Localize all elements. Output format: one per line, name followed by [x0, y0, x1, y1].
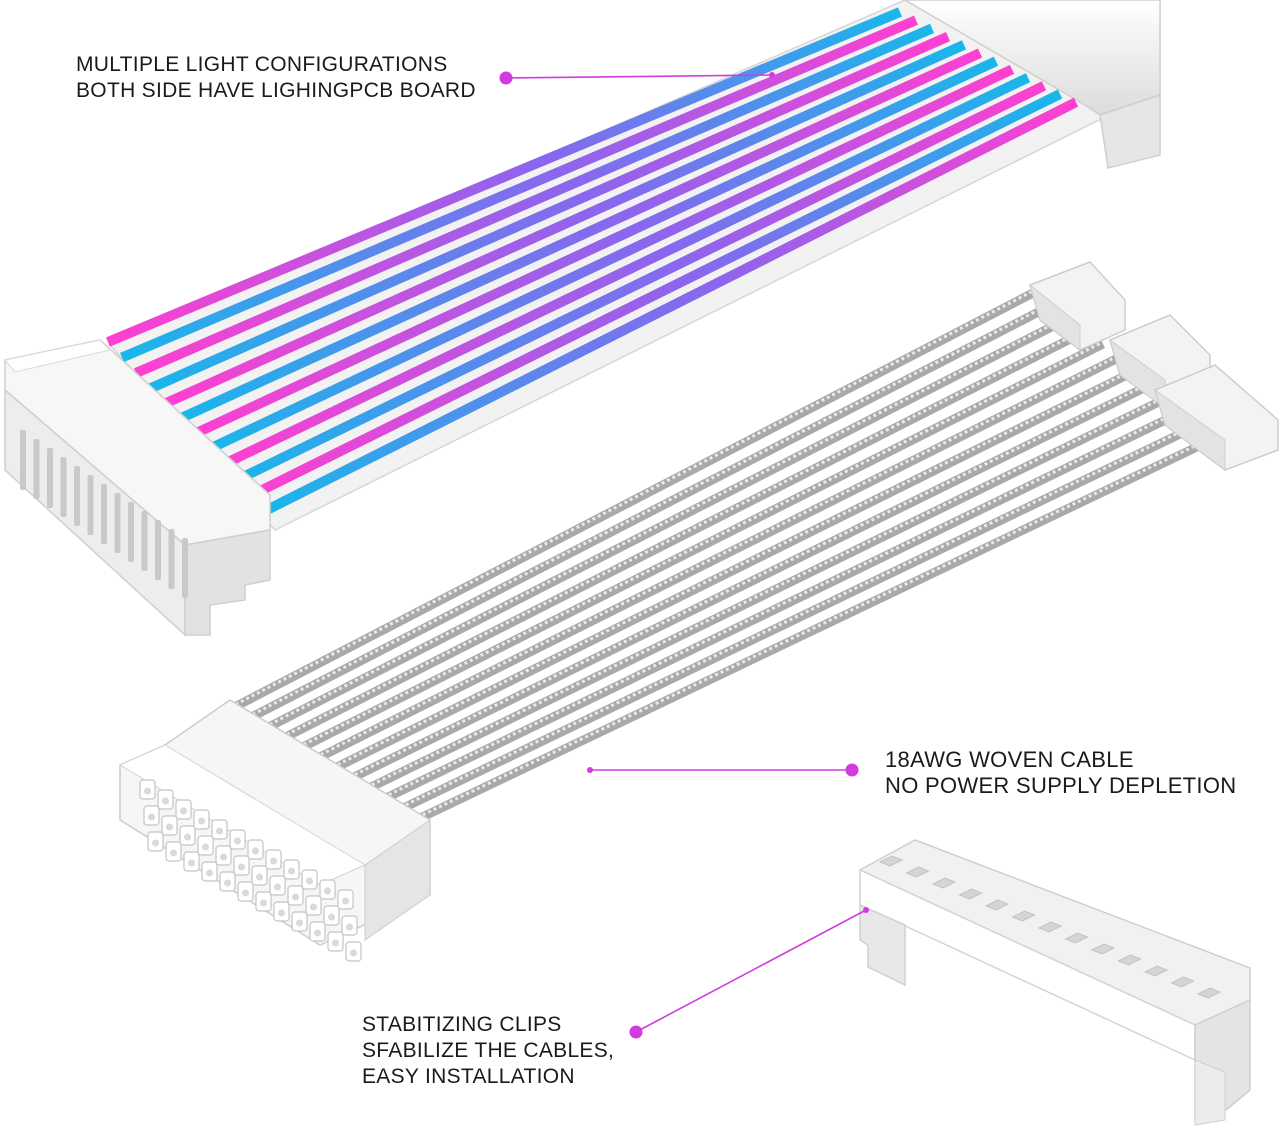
connector-pin-sockets — [139, 779, 362, 962]
comb-tooth — [182, 538, 188, 598]
light-strip-bar — [245, 89, 1063, 502]
sleeved-wire — [410, 430, 1224, 827]
clip-tooth — [1170, 976, 1195, 988]
comb-tooth — [114, 493, 121, 553]
callout-clips-line3: EASY INSTALLATION — [362, 1065, 575, 1088]
light-strip-bar — [120, 15, 918, 363]
light-strip-bar — [161, 40, 967, 409]
sleeved-wire — [222, 288, 1038, 716]
clip-tooth — [1011, 910, 1036, 922]
callout-lighting: MULTIPLE LIGHT CONFIGURATIONS BOTH SIDE … — [76, 52, 476, 104]
clip-tooth — [958, 888, 983, 900]
callout-cable-line1: 18AWG WOVEN CABLE — [885, 747, 1134, 772]
sleeved-wire — [393, 417, 1207, 817]
sleeved-wire — [376, 404, 1190, 807]
callout-clips-line1: STABITIZING CLIPS — [362, 1013, 562, 1036]
comb-tooth — [168, 529, 175, 589]
stabilizing-clip — [858, 839, 1251, 1126]
comb-tooth — [47, 448, 53, 508]
callout-dot-lighting — [499, 71, 513, 85]
pcie-connector-3 — [1154, 364, 1279, 471]
light-strip-bar — [189, 56, 999, 440]
clip-tooth — [1196, 987, 1222, 999]
light-strip-bar — [203, 64, 1015, 456]
sleeved-wire — [256, 313, 1072, 737]
sleeved-wire — [324, 365, 1140, 777]
clip-tooth — [984, 899, 1010, 911]
callout-lines — [499, 71, 869, 1039]
callout-cable: 18AWG WOVEN CABLE NO POWER SUPPLY DEPLET… — [885, 747, 1236, 799]
callout-clips-line2: SFABILIZE THE CABLES, — [362, 1039, 615, 1062]
clip-tooth — [1090, 943, 1116, 955]
light-strip-bar — [259, 97, 1079, 517]
callout-dot-clips — [629, 1025, 643, 1039]
clip-tooth — [1037, 921, 1063, 933]
callout-clips: STABITIZING CLIPS SFABILIZE THE CABLES, … — [362, 1012, 614, 1090]
comb-tooth — [20, 430, 26, 490]
clip-tooth — [1117, 954, 1142, 966]
comb-tooth — [74, 466, 80, 526]
light-strips — [106, 7, 1079, 517]
callout-cable-line2: NO POWER SUPPLY DEPLETION — [885, 773, 1237, 798]
strip-comb-teeth — [20, 430, 188, 598]
comb-tooth — [33, 439, 40, 499]
comb-tooth — [87, 475, 94, 535]
callout-lighting-line1: MULTIPLE LIGHT CONFIGURATIONS — [76, 53, 448, 76]
sleeved-wire — [239, 300, 1055, 727]
clip-tooth — [931, 877, 957, 889]
clip-tooth — [878, 855, 904, 867]
clip-tooth — [1064, 932, 1089, 944]
light-strip-bar — [134, 23, 934, 378]
comb-tooth — [155, 520, 161, 580]
comb-tooth — [128, 502, 134, 562]
light-strip-bar — [217, 73, 1031, 471]
comb-tooth — [101, 484, 107, 544]
pcie-connector-1 — [1029, 261, 1126, 351]
main-24pin-connector — [118, 699, 431, 962]
comb-tooth — [141, 511, 148, 571]
light-strip-bar — [106, 7, 902, 347]
sleeved-wire — [342, 378, 1156, 787]
light-strip-bar — [147, 32, 951, 394]
callout-dot-cable — [845, 763, 859, 777]
sleeved-wire — [290, 339, 1106, 757]
woven-cable-assembly — [118, 261, 1279, 962]
light-strip-bar — [231, 81, 1047, 486]
light-strip-bar — [175, 48, 983, 425]
sleeved-wires — [222, 288, 1224, 827]
callout-lighting-line2: BOTH SIDE HAVE LIGHINGPCB BOARD — [76, 79, 476, 102]
sleeved-wire — [307, 352, 1123, 767]
sleeved-wire — [273, 326, 1089, 747]
comb-tooth — [60, 457, 67, 517]
sleeved-wire — [359, 391, 1173, 797]
clip-teeth — [878, 855, 1222, 999]
clip-tooth — [905, 866, 930, 878]
rgb-light-strip — [4, 0, 1161, 637]
clip-tooth — [1143, 965, 1169, 977]
